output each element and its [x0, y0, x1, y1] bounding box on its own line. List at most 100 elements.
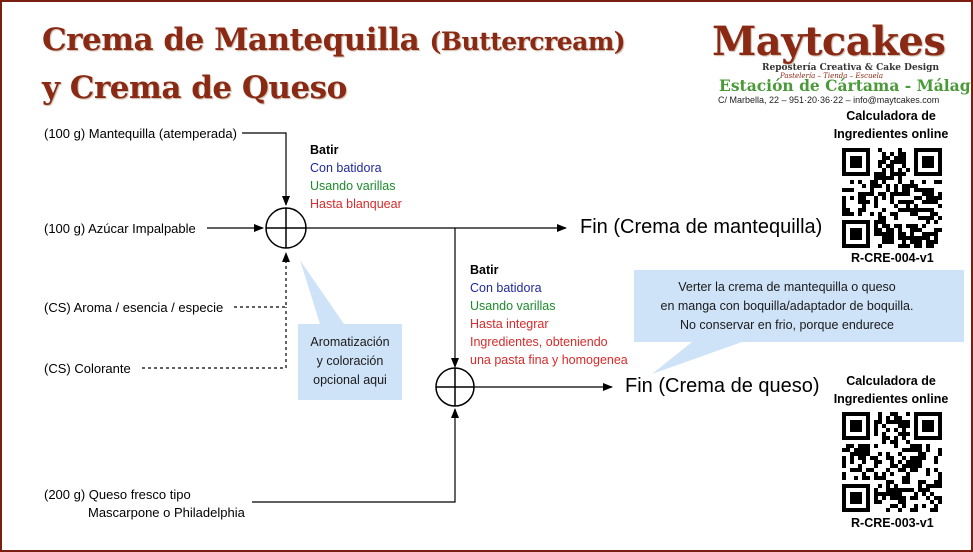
qr-module	[898, 508, 902, 512]
qr-module	[938, 228, 942, 232]
qr-module	[914, 444, 918, 448]
qr-module	[866, 452, 870, 456]
qr2-caption-line2: Ingredientes online	[833, 392, 949, 406]
qr-module	[874, 224, 878, 228]
qr-module	[890, 168, 894, 172]
callout-aroma-line2: y coloración	[316, 354, 384, 368]
qr-module	[890, 212, 894, 216]
qr-module	[894, 440, 898, 444]
qr1-code: R-CRE-004-v1	[851, 251, 934, 265]
qr-module	[906, 192, 910, 196]
qr-module	[906, 204, 910, 208]
qr-module	[854, 452, 858, 456]
qr-module	[910, 232, 914, 236]
qr-module	[878, 184, 882, 188]
qr-module	[930, 208, 934, 212]
qr-module	[902, 504, 906, 508]
qr-module	[922, 192, 926, 196]
qr-module	[878, 160, 882, 164]
qr-module	[914, 464, 918, 468]
qr-module	[910, 460, 914, 464]
input-colorant: (CS) Colorante	[44, 361, 131, 376]
qr-module	[934, 232, 938, 236]
qr-module	[850, 180, 854, 184]
arrow-color	[142, 307, 287, 369]
qr-module	[930, 188, 934, 192]
qr-module	[902, 500, 906, 504]
qr-module	[882, 152, 886, 156]
qr-module	[858, 452, 862, 456]
qr1-caption-line2: Ingredientes online	[833, 127, 949, 141]
qr-module	[870, 468, 874, 472]
qr-module	[878, 212, 882, 216]
qr-module	[922, 224, 926, 228]
qr-module	[926, 444, 930, 448]
qr-module	[886, 420, 890, 424]
qr-module	[898, 168, 902, 172]
qr-module	[906, 424, 910, 428]
qr-module	[874, 228, 878, 232]
qr-module	[878, 492, 882, 496]
qr-module	[842, 208, 846, 212]
input-cheese-line2: Mascarpone o Philadelphia	[88, 505, 245, 520]
qr-module	[874, 472, 878, 476]
qr-module	[934, 456, 938, 460]
qr-module	[938, 476, 942, 480]
qr-module	[898, 160, 902, 164]
qr-module	[850, 188, 854, 192]
qr-module	[906, 208, 910, 212]
qr-module	[858, 468, 862, 472]
qr-module	[882, 176, 886, 180]
qr-module	[878, 484, 882, 488]
qr-module	[858, 456, 862, 460]
qr-module	[858, 200, 862, 204]
output-cheese-cream: Fin (Crema de queso)	[625, 375, 820, 397]
qr-module	[930, 244, 934, 248]
qr-module	[878, 216, 882, 220]
qr-module	[890, 456, 894, 460]
qr-module	[874, 200, 878, 204]
qr-module	[882, 240, 886, 244]
qr-module	[918, 460, 922, 464]
qr-module	[938, 496, 942, 500]
qr-module	[878, 148, 882, 152]
qr-module	[898, 432, 902, 436]
qr-module	[842, 460, 846, 464]
step1-utensil: Usando varillas	[310, 179, 396, 193]
qr-finder	[922, 156, 934, 168]
qr-module	[886, 436, 890, 440]
qr-module	[902, 160, 906, 164]
qr-module	[874, 424, 878, 428]
qr-module	[890, 176, 894, 180]
qr-module	[874, 232, 878, 236]
qr-module	[914, 448, 918, 452]
qr-module	[886, 236, 890, 240]
qr-module	[890, 172, 894, 176]
qr-module	[918, 480, 922, 484]
qr-module	[894, 160, 898, 164]
qr-module	[882, 160, 886, 164]
qr-module	[878, 192, 882, 196]
qr-module	[886, 428, 890, 432]
qr-module	[934, 180, 938, 184]
qr-finder	[850, 492, 862, 504]
qr-module	[858, 448, 862, 452]
qr-module	[930, 212, 934, 216]
qr-module	[870, 180, 874, 184]
qr-module	[874, 460, 878, 464]
qr-module	[934, 460, 938, 464]
qr-module	[858, 464, 862, 468]
qr-module	[890, 160, 894, 164]
qr-module	[846, 188, 850, 192]
qr-module	[898, 228, 902, 232]
qr-module	[862, 460, 866, 464]
qr-module	[926, 236, 930, 240]
qr-module	[894, 184, 898, 188]
qr-module	[910, 224, 914, 228]
qr-module	[922, 480, 926, 484]
callout-aroma-line1: Aromatización	[310, 335, 390, 349]
qr-module	[886, 240, 890, 244]
qr2-caption-line1: Calculadora de	[846, 374, 936, 388]
qr-module	[866, 192, 870, 196]
qr-module	[902, 488, 906, 492]
